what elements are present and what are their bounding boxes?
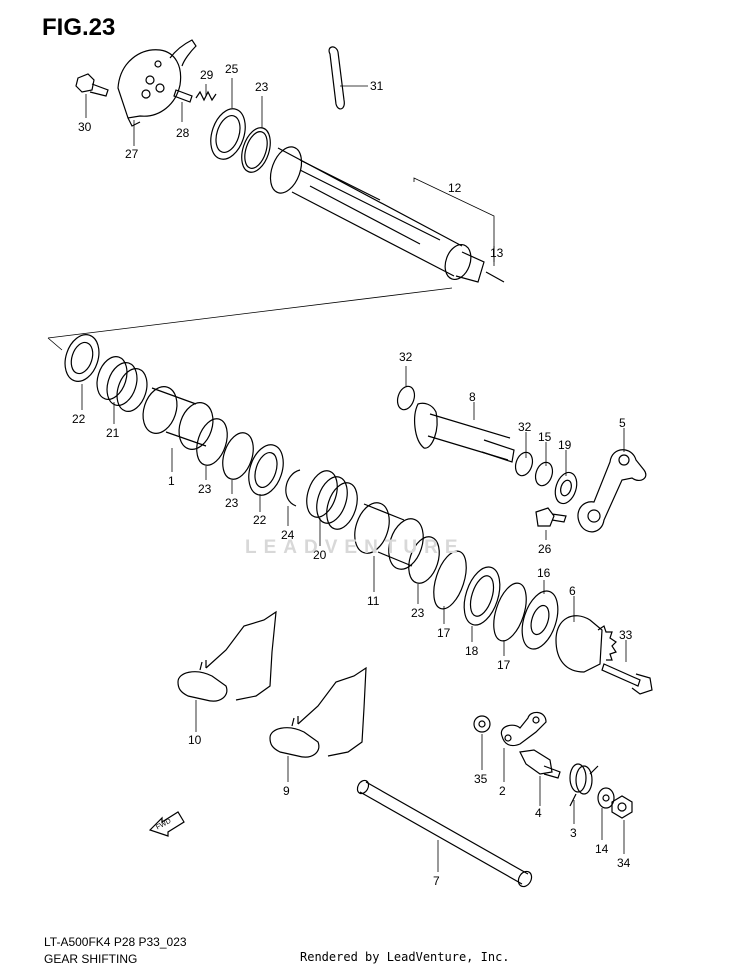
render-credit: Rendered by LeadVenture, Inc. [300,950,510,964]
part-5-arm [577,449,647,533]
part-4-bolt [519,749,561,779]
section-name: GEAR SHIFTING [44,952,138,966]
part-25-washer [210,108,246,160]
part-30-bolt [75,73,109,97]
callout-29[interactable]: 29 [200,68,214,82]
callout-16[interactable]: 16 [537,566,551,580]
callout-10[interactable]: 10 [188,733,202,747]
callout-23-a[interactable]: 23 [198,482,212,496]
callout-21[interactable]: 21 [106,426,120,440]
callout-14[interactable]: 14 [595,842,609,856]
callout-22-mid[interactable]: 22 [253,513,267,527]
part-22-washer-left [64,334,100,382]
part-9-fork [269,666,367,758]
watermark: LEADVENTURE [245,537,465,558]
part-26-bolt [535,507,567,527]
callout-13[interactable]: 13 [490,246,504,260]
callout-20[interactable]: 20 [313,548,327,562]
callout-31[interactable]: 31 [370,79,384,93]
part-7-fork-shaft [356,779,533,888]
part-3-spring [569,763,599,807]
callout-27[interactable]: 27 [125,147,139,161]
model-code: LT-A500FK4 P28 P33_023 [44,935,187,949]
part-16-washer [521,590,559,650]
callout-7[interactable]: 7 [433,874,440,888]
callout-9[interactable]: 9 [283,784,290,798]
part-17-washer-b [493,582,527,642]
part-23-circlip-a [196,418,228,466]
figure-title: FIG.23 [42,14,116,41]
part-18-bearing [463,566,501,626]
part-35-washer [473,715,491,733]
callout-26[interactable]: 26 [538,542,552,556]
leader-lines [81,78,627,872]
part-33-bolt [601,663,653,695]
callout-15[interactable]: 15 [538,430,552,444]
part-1-sleeve [142,386,214,450]
part-21-spring [96,356,148,412]
part-23-circlip-c [408,536,440,584]
part-20-spring [306,470,358,530]
part-17-washer-a [433,550,467,610]
callout-23-b[interactable]: 23 [225,496,239,510]
callout-23-c[interactable]: 23 [411,606,425,620]
callout-5[interactable]: 5 [619,416,626,430]
part-12-shift-cam [269,146,485,283]
part-23-circlip-top [241,127,271,173]
callout-1[interactable]: 1 [168,474,175,488]
callout-18[interactable]: 18 [465,644,479,658]
callout-19[interactable]: 19 [558,438,572,452]
part-32-circlip-top [396,385,416,411]
callout-32-top[interactable]: 32 [399,350,413,364]
part-14-washer [597,787,615,809]
callout-35[interactable]: 35 [474,772,488,786]
part-8-shaft [414,402,515,463]
callout-32-right[interactable]: 32 [518,420,532,434]
callout-25[interactable]: 25 [225,62,239,76]
callout-2[interactable]: 2 [499,784,506,798]
callout-12[interactable]: 12 [448,181,462,195]
callout-3[interactable]: 3 [570,826,577,840]
callout-6[interactable]: 6 [569,584,576,598]
part-19-bearing [554,471,578,505]
part-22-washer-mid [248,444,284,496]
part-2-stopper [500,711,547,747]
part-23-circlip-b [222,432,254,480]
callout-17-b[interactable]: 17 [497,658,511,672]
callout-11[interactable]: 11 [367,594,380,608]
part-24-circlip [285,469,301,507]
callout-34[interactable]: 34 [617,856,631,870]
callout-8[interactable]: 8 [469,390,476,404]
fwd-arrow-icon [148,811,185,837]
callout-17-a[interactable]: 17 [437,626,451,640]
part-13-pin [485,271,505,283]
callout-23-top[interactable]: 23 [255,80,269,94]
part-10-fork [177,610,277,702]
callout-28[interactable]: 28 [176,126,190,140]
part-11-sleeve [354,502,424,570]
callout-30[interactable]: 30 [78,120,92,134]
callout-22-left[interactable]: 22 [72,412,86,426]
part-32-circlip-right [514,451,534,477]
part-28-pin [173,89,193,103]
part-15-washer [534,461,554,487]
part-27-stopper-plate [117,39,197,127]
callout-4[interactable]: 4 [535,806,542,820]
part-31-lever [328,46,345,110]
callout-24[interactable]: 24 [281,528,295,542]
callout-33[interactable]: 33 [619,628,633,642]
part-34-nut [611,795,633,819]
part-6-gear [555,615,617,673]
